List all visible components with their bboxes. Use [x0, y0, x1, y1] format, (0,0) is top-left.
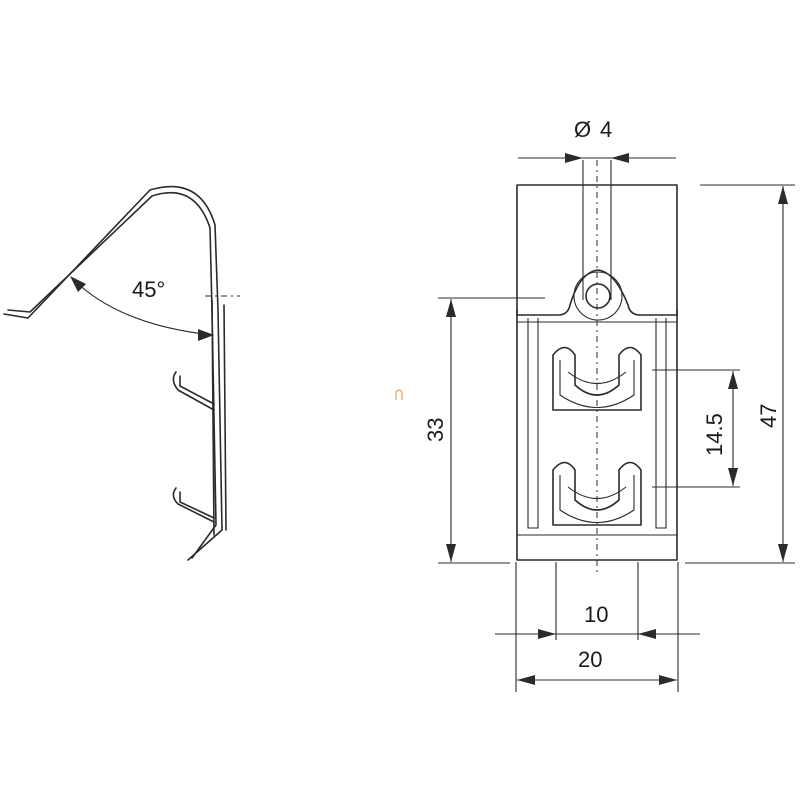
lower-slot: [552, 461, 642, 526]
spring-tongue-lower: [172, 487, 215, 523]
mounting-hole-boss: [573, 271, 623, 321]
lower-body-inner-left: [527, 318, 539, 529]
dim-14-5-label: 14.5: [702, 413, 727, 456]
back-plate-right: [223, 304, 227, 531]
dim-47-label: 47: [756, 404, 781, 428]
stray-mark: [395, 389, 403, 400]
top-plate: [516, 184, 678, 316]
spring-tongue-lower-inner: [179, 491, 215, 519]
dimensions: Ø 4 47 14.5 33 10 20: [423, 117, 795, 692]
spring-tongue-upper-inner: [179, 375, 215, 405]
angle-label: 45°: [132, 277, 165, 302]
mounting-hole: [585, 283, 611, 309]
clip-profile-inner: [7, 192, 217, 559]
lower-body: [516, 309, 678, 561]
side-view: 45°: [3, 185, 240, 561]
angle-arrow-start: [70, 276, 86, 292]
angle-arc: [73, 279, 213, 336]
front-view: [516, 160, 678, 575]
upper-slot: [552, 346, 642, 411]
dim-diameter-value: 4: [600, 117, 612, 142]
clip-profile-outer: [3, 185, 223, 561]
dim-33-label: 33: [423, 418, 448, 442]
dim-20-label: 20: [578, 647, 602, 672]
angle-arrow-end: [198, 329, 214, 341]
lower-body-inner-right: [655, 318, 667, 529]
back-plate-left: [211, 299, 215, 536]
spring-tongue-upper: [172, 371, 215, 411]
dim-10-label: 10: [584, 602, 608, 627]
dim-diameter-symbol: Ø: [574, 117, 591, 142]
